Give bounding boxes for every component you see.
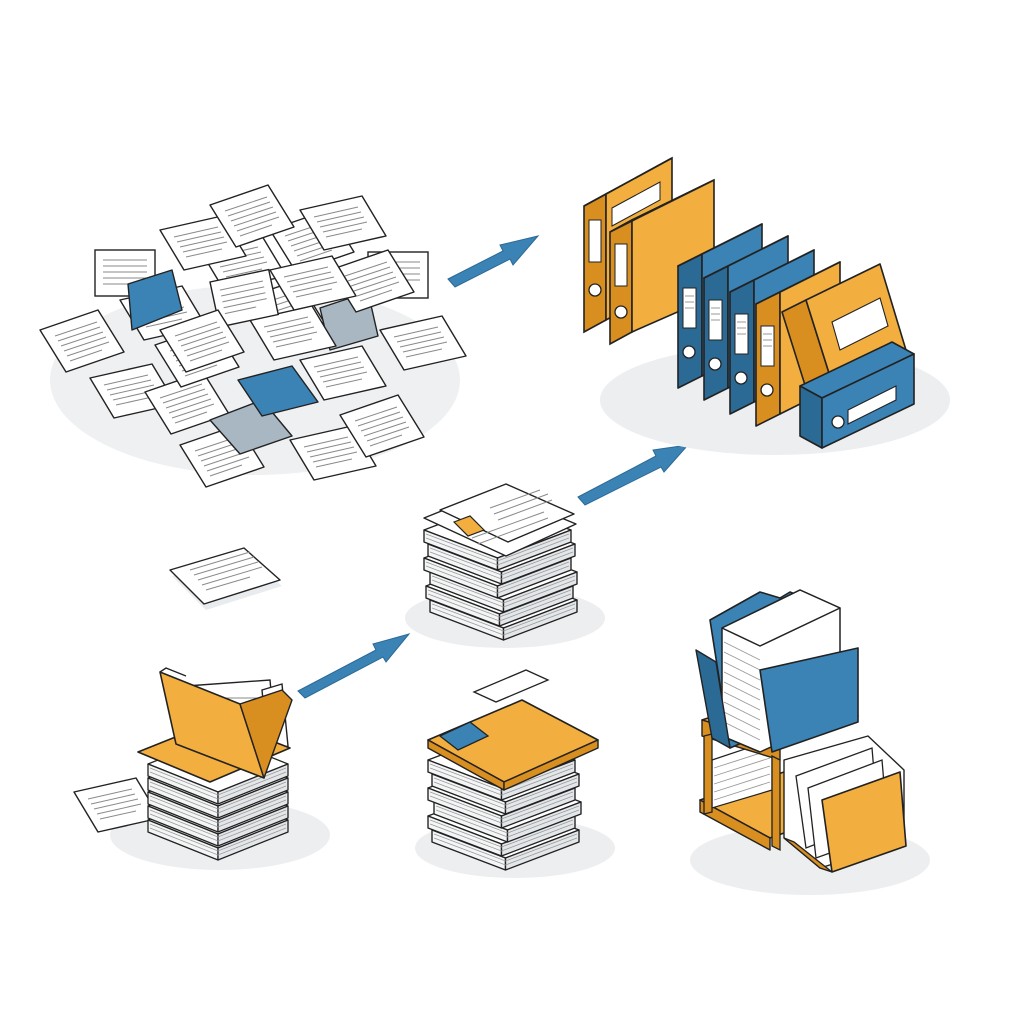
paper-pile-icon [39,184,467,488]
arrow-icon [447,235,540,288]
arrow-icon [297,633,411,699]
arrow-icon [577,444,690,506]
document-icon [169,547,282,610]
organizer-icon [690,589,930,895]
document-stack-icon [405,483,605,648]
folder-icon [415,669,615,878]
binder-icon [583,156,950,455]
binder-icon [799,341,915,449]
folder-stack-icon [73,667,330,870]
